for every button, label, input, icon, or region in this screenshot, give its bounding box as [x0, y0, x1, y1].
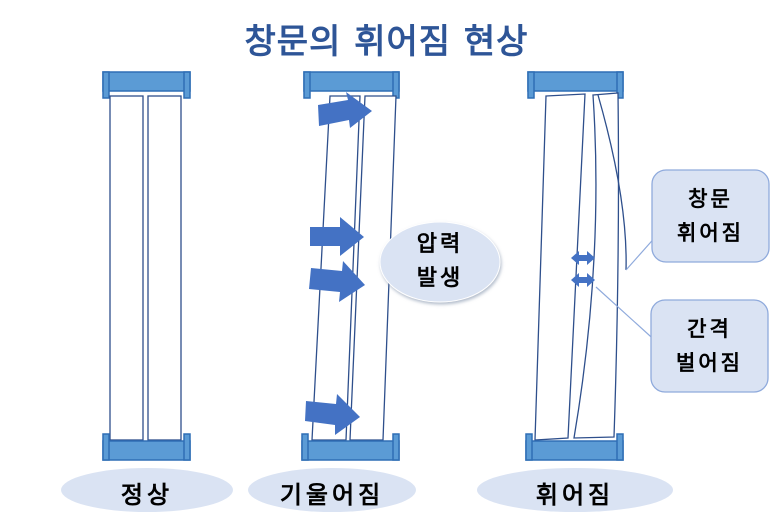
window-bent: [525, 71, 661, 461]
pressure-callout: 압력 발생: [390, 228, 490, 296]
gap-arrow-icon: [571, 251, 595, 265]
top-frame-tilted: [303, 71, 400, 99]
pressure-arrow-icon: [310, 217, 364, 256]
bottom-frame-tilted: [301, 433, 400, 461]
bend-callout-box: [651, 169, 770, 263]
label-bent: 휘어짐: [535, 481, 615, 509]
window-tilted: [301, 71, 400, 461]
left-pane-normal: [109, 95, 144, 441]
label-ellipse-normal: [61, 468, 233, 512]
pressure-arrow-icon: [318, 92, 372, 128]
right-pane-bent: [573, 92, 620, 439]
gap-callout-box: [650, 299, 769, 393]
page-title: 창문의 휘어짐 현상: [244, 22, 529, 62]
label-ellipse-tilted: [248, 468, 416, 512]
left-pane-bent: [534, 93, 586, 441]
pressure-line2: 발생: [416, 266, 464, 291]
right-pane-normal: [147, 95, 182, 441]
top-frame-normal: [102, 71, 191, 99]
window-normal: [102, 71, 191, 461]
gap-arrow-icon: [571, 273, 595, 287]
pressure-arrow-icon: [305, 394, 360, 435]
gap-line1: 간격: [687, 317, 732, 341]
gap-line2: 벌어짐: [676, 351, 743, 375]
label-ellipse-bent: [477, 468, 673, 512]
bottom-frame-normal: [102, 433, 191, 461]
pressure-bubble: [379, 221, 501, 303]
top-frame-bent: [527, 71, 624, 99]
right-pane-tilted: [349, 95, 397, 441]
label-tilted: 기울어짐: [279, 481, 385, 509]
bend-line1: 창문: [688, 187, 733, 211]
label-normal: 정상: [120, 481, 174, 509]
pressure-line1: 압력: [416, 232, 464, 257]
gap-pointer-line: [595, 286, 661, 346]
pressure-arrow-icon: [309, 261, 365, 302]
bend-callout: 창문 휘어짐: [652, 182, 769, 250]
gap-callout: 간격 벌어짐: [651, 312, 768, 380]
bend-line2: 휘어짐: [677, 221, 744, 245]
bend-curve: [597, 94, 627, 271]
bottom-frame-bent: [525, 433, 624, 461]
